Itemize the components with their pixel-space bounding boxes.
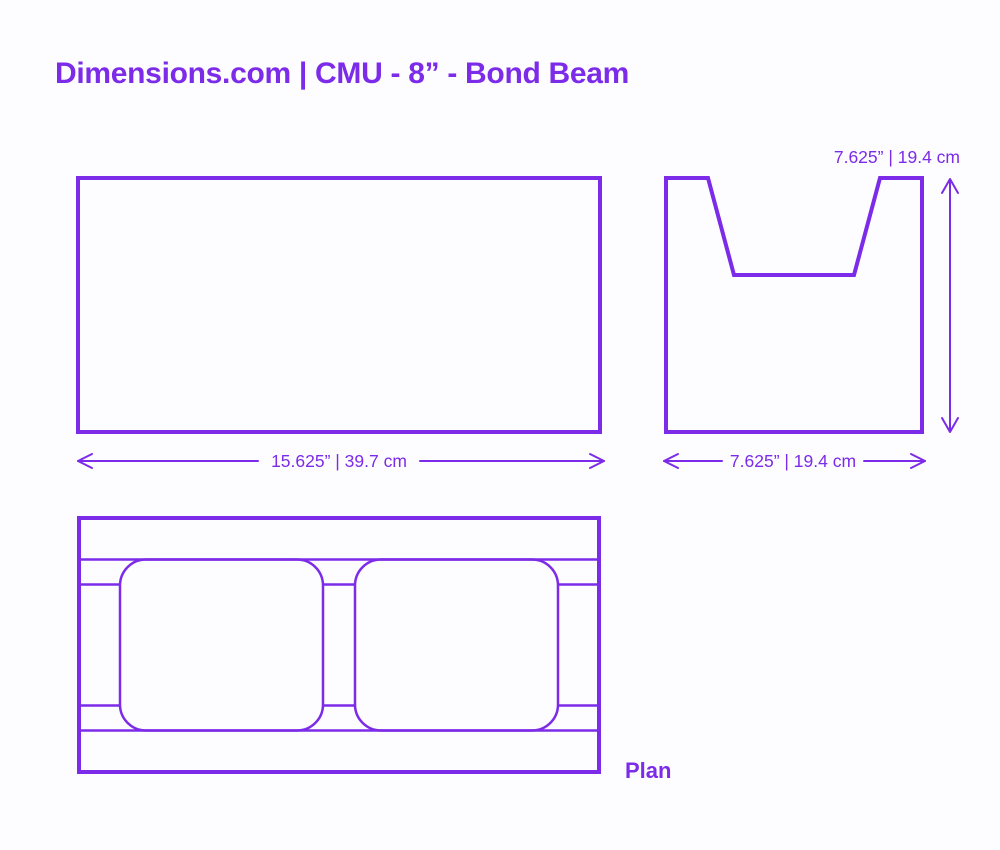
front-width-dimension-label: 15.625” | 39.7 cm bbox=[271, 451, 407, 471]
front-view: 15.625” | 39.7 cm bbox=[76, 176, 605, 471]
arrow-left-icon bbox=[77, 453, 93, 469]
arrow-down-icon bbox=[941, 417, 959, 433]
arrow-up-icon bbox=[941, 178, 959, 194]
section-height-dimension: 7.625” | 19.4 cm bbox=[834, 147, 960, 433]
front-width-dimension: 15.625” | 39.7 cm bbox=[77, 451, 605, 471]
section-height-dimension-label: 7.625” | 19.4 cm bbox=[834, 147, 960, 167]
section-view-outline bbox=[664, 176, 924, 434]
arrow-right-icon bbox=[589, 453, 605, 469]
plan-cell-left bbox=[118, 558, 325, 732]
plan-view: Plan bbox=[77, 516, 671, 783]
arrow-right-icon bbox=[910, 453, 926, 469]
section-width-dimension-label: 7.625” | 19.4 cm bbox=[730, 451, 856, 471]
plan-cell-right bbox=[353, 558, 560, 732]
page-title: Dimensions.com | CMU - 8” - Bond Beam bbox=[55, 57, 630, 90]
plan-view-label: Plan bbox=[625, 758, 671, 783]
front-view-outline bbox=[76, 176, 602, 434]
section-width-dimension: 7.625” | 19.4 cm bbox=[663, 451, 926, 471]
section-view: 7.625” | 19.4 cm 7.625” | 19.4 cm bbox=[663, 147, 960, 471]
arrow-left-icon bbox=[663, 453, 679, 469]
plan-view-outline bbox=[77, 516, 601, 774]
